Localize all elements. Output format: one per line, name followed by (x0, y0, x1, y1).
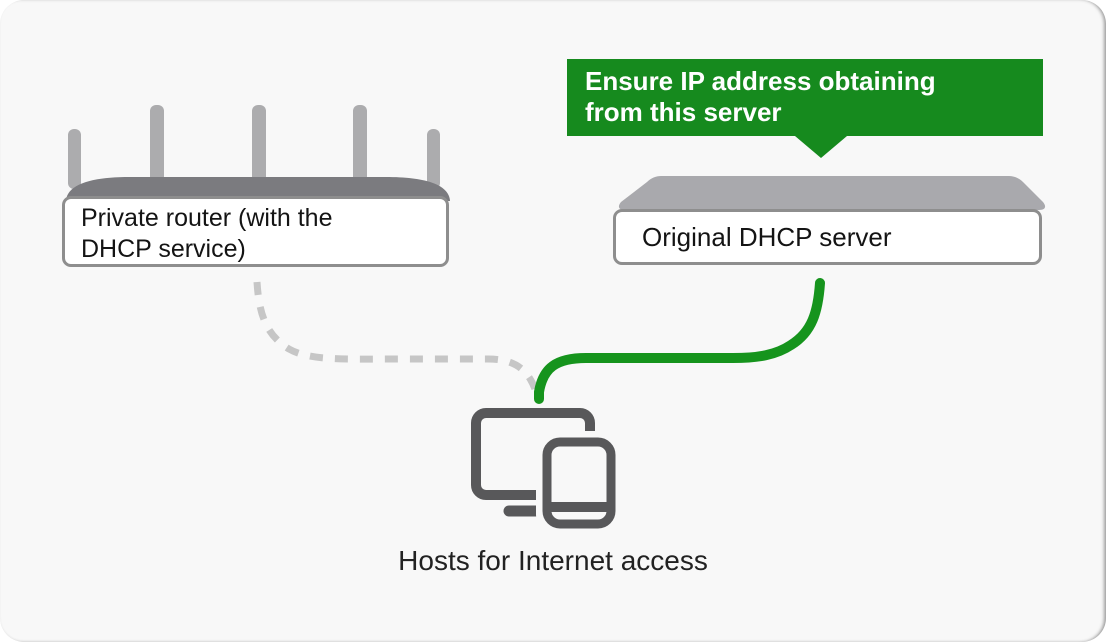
dhcp-server-icon (618, 176, 1046, 210)
green-connection-line (534, 278, 825, 404)
callout-line1: Ensure IP address obtaining (585, 66, 936, 96)
router-antenna-icon (68, 129, 81, 189)
callout-line2: from this server (585, 97, 782, 127)
server-label-text: Original DHCP server (642, 221, 892, 252)
router-antenna-icon (252, 105, 266, 189)
router-antenna-icon (150, 105, 164, 189)
callout-ensure-ip: Ensure IP address obtaining from this se… (567, 59, 1043, 158)
router-body-icon (66, 177, 450, 201)
router-antenna-icon (427, 129, 440, 189)
router-label-line1: Private router (with the (81, 204, 333, 232)
wifi-router-icon (66, 105, 450, 201)
router-label-line2: DHCP service) (81, 235, 246, 263)
server-label: Original DHCP server (613, 209, 1042, 265)
hosts-devices-icon (471, 408, 622, 533)
dashed-connection-line (253, 281, 539, 391)
hosts-caption: Hosts for Internet access (398, 545, 708, 576)
router-antenna-icon (353, 105, 367, 189)
router-label: Private router (with the DHCP service) (62, 196, 449, 267)
